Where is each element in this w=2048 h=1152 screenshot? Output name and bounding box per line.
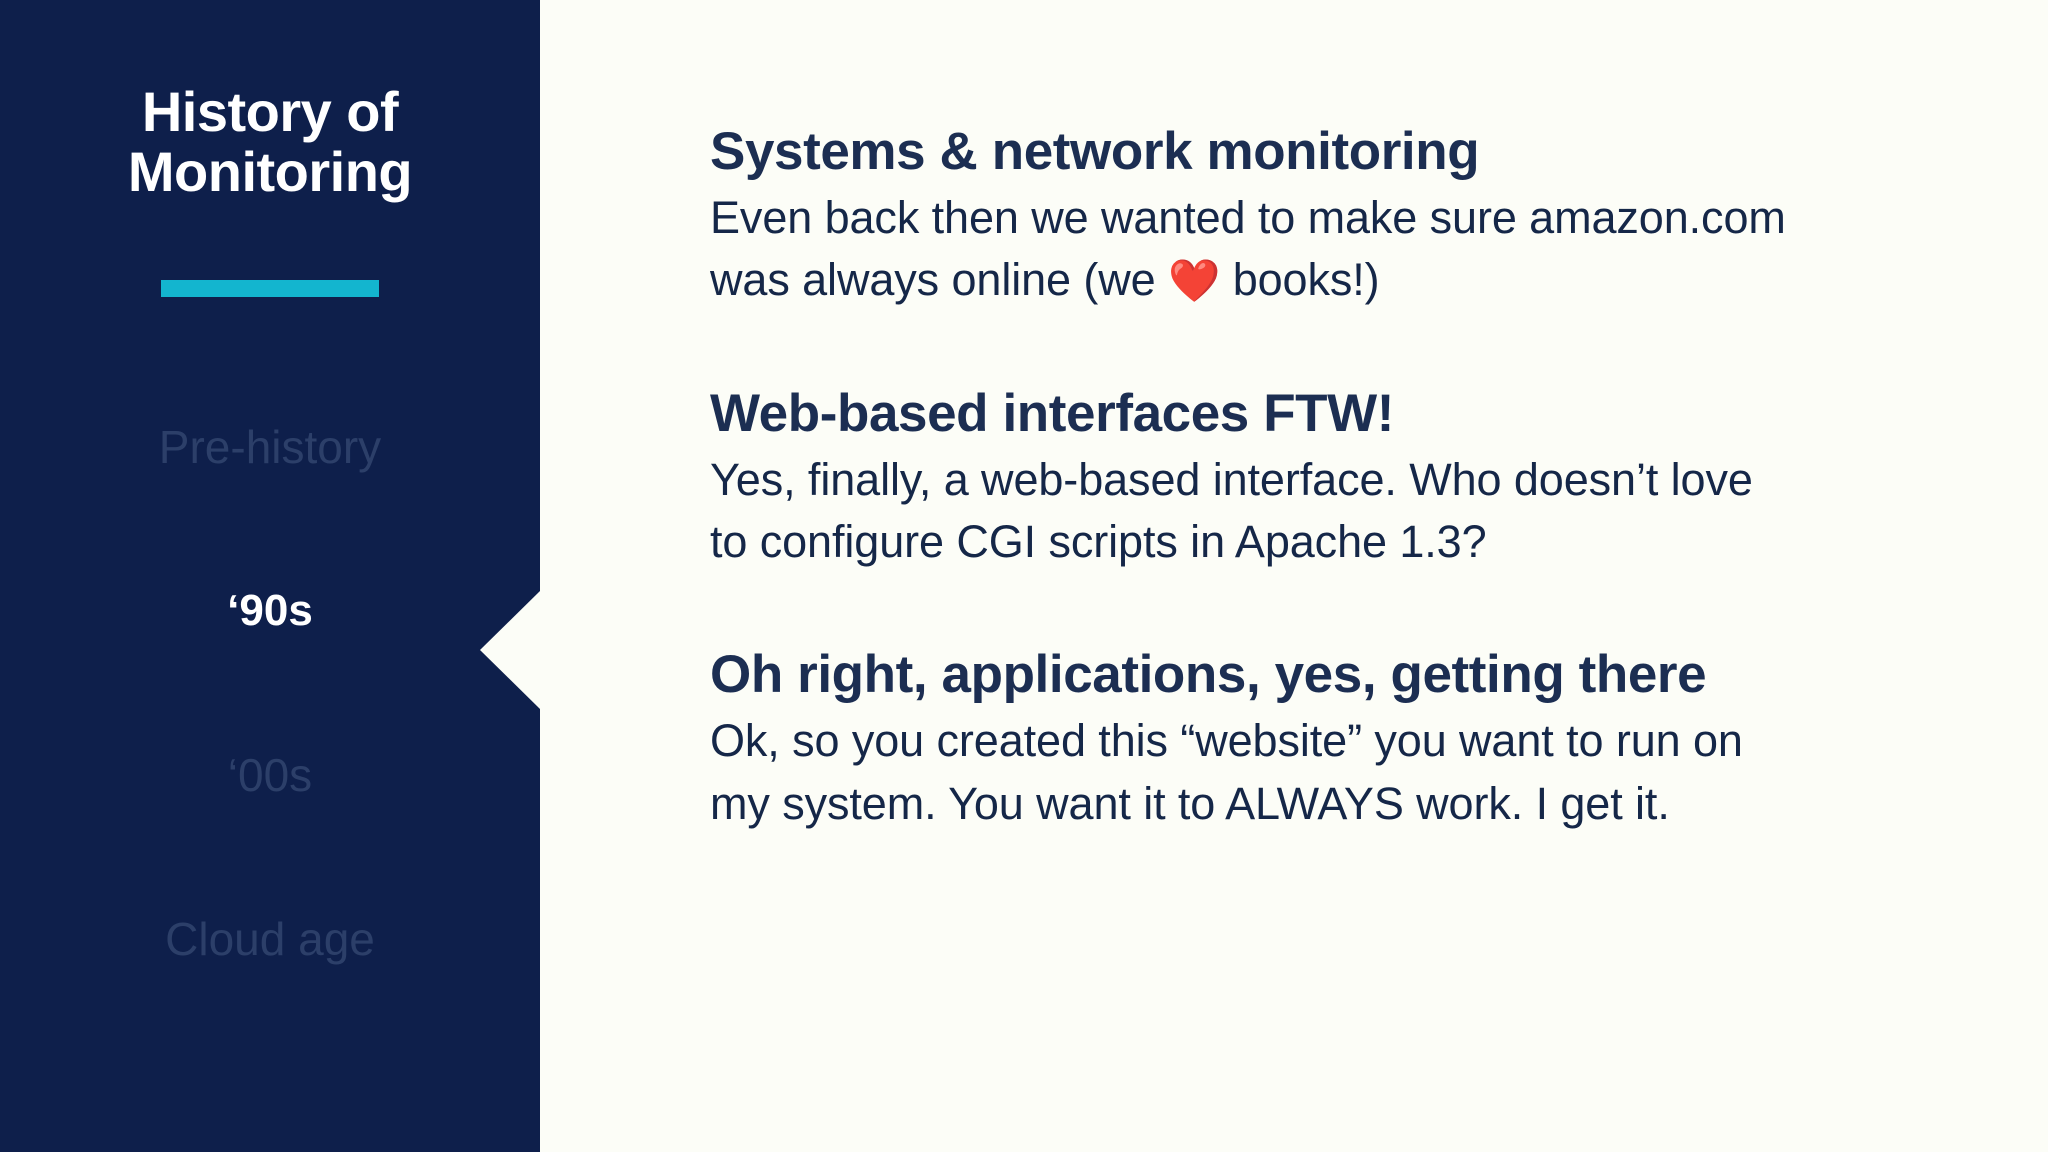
content-block-systems-network-monitoring: Systems & network monitoring Even back t… bbox=[710, 122, 2048, 312]
sidebar-item-90s[interactable]: ‘90s bbox=[0, 529, 540, 693]
sidebar-item-label: ‘00s bbox=[227, 748, 313, 801]
sidebar-item-label: ‘90s bbox=[227, 585, 313, 635]
block-body: Even back then we wanted to make sure am… bbox=[710, 187, 1950, 311]
sidebar-item-pre-history[interactable]: Pre-history bbox=[0, 365, 540, 529]
sidebar: History of Monitoring Pre-history ‘90s ‘… bbox=[0, 0, 540, 1152]
page-title: History of Monitoring bbox=[55, 82, 485, 202]
block-heading: Web-based interfaces FTW! bbox=[710, 383, 1395, 443]
content-block-applications: Oh right, applications, yes, getting the… bbox=[710, 645, 2048, 835]
accent-divider bbox=[161, 279, 379, 297]
heart-icon: ❤️ bbox=[1168, 257, 1221, 305]
block-body-line-2-pre: was always online (we bbox=[710, 254, 1168, 306]
page-title-line-2: Monitoring bbox=[127, 139, 413, 203]
block-body-line-1: Yes, finally, a web-based interface. Who… bbox=[710, 453, 1753, 505]
block-body-line-2: my system. You want it to ALWAYS work. I… bbox=[710, 777, 1670, 829]
block-body-line-2-post: books!) bbox=[1220, 254, 1380, 306]
sidebar-item-00s[interactable]: ‘00s bbox=[0, 693, 540, 857]
block-body-line-1: Even back then we wanted to make sure am… bbox=[710, 192, 1786, 244]
content-block-web-based-interfaces: Web-based interfaces FTW! Yes, finally, … bbox=[710, 384, 2048, 574]
block-body-line-1: Ok, so you created this “website” you wa… bbox=[710, 715, 1743, 767]
sidebar-item-label: Cloud age bbox=[165, 912, 375, 965]
block-heading: Systems & network monitoring bbox=[710, 122, 1480, 181]
sidebar-item-cloud-age[interactable]: Cloud age bbox=[0, 857, 540, 1021]
section-nav: Pre-history ‘90s ‘00s Cloud age bbox=[0, 365, 540, 1021]
block-body: Ok, so you created this “website” you wa… bbox=[710, 710, 1950, 834]
sidebar-item-label: Pre-history bbox=[158, 420, 382, 473]
block-heading: Oh right, applications, yes, getting the… bbox=[710, 645, 1707, 705]
slide-content: Systems & network monitoring Even back t… bbox=[540, 0, 2048, 1152]
block-body: Yes, finally, a web-based interface. Who… bbox=[710, 449, 1950, 573]
page-title-line-1: History of bbox=[141, 80, 399, 143]
block-body-line-2: to configure CGI scripts in Apache 1.3? bbox=[710, 516, 1487, 567]
